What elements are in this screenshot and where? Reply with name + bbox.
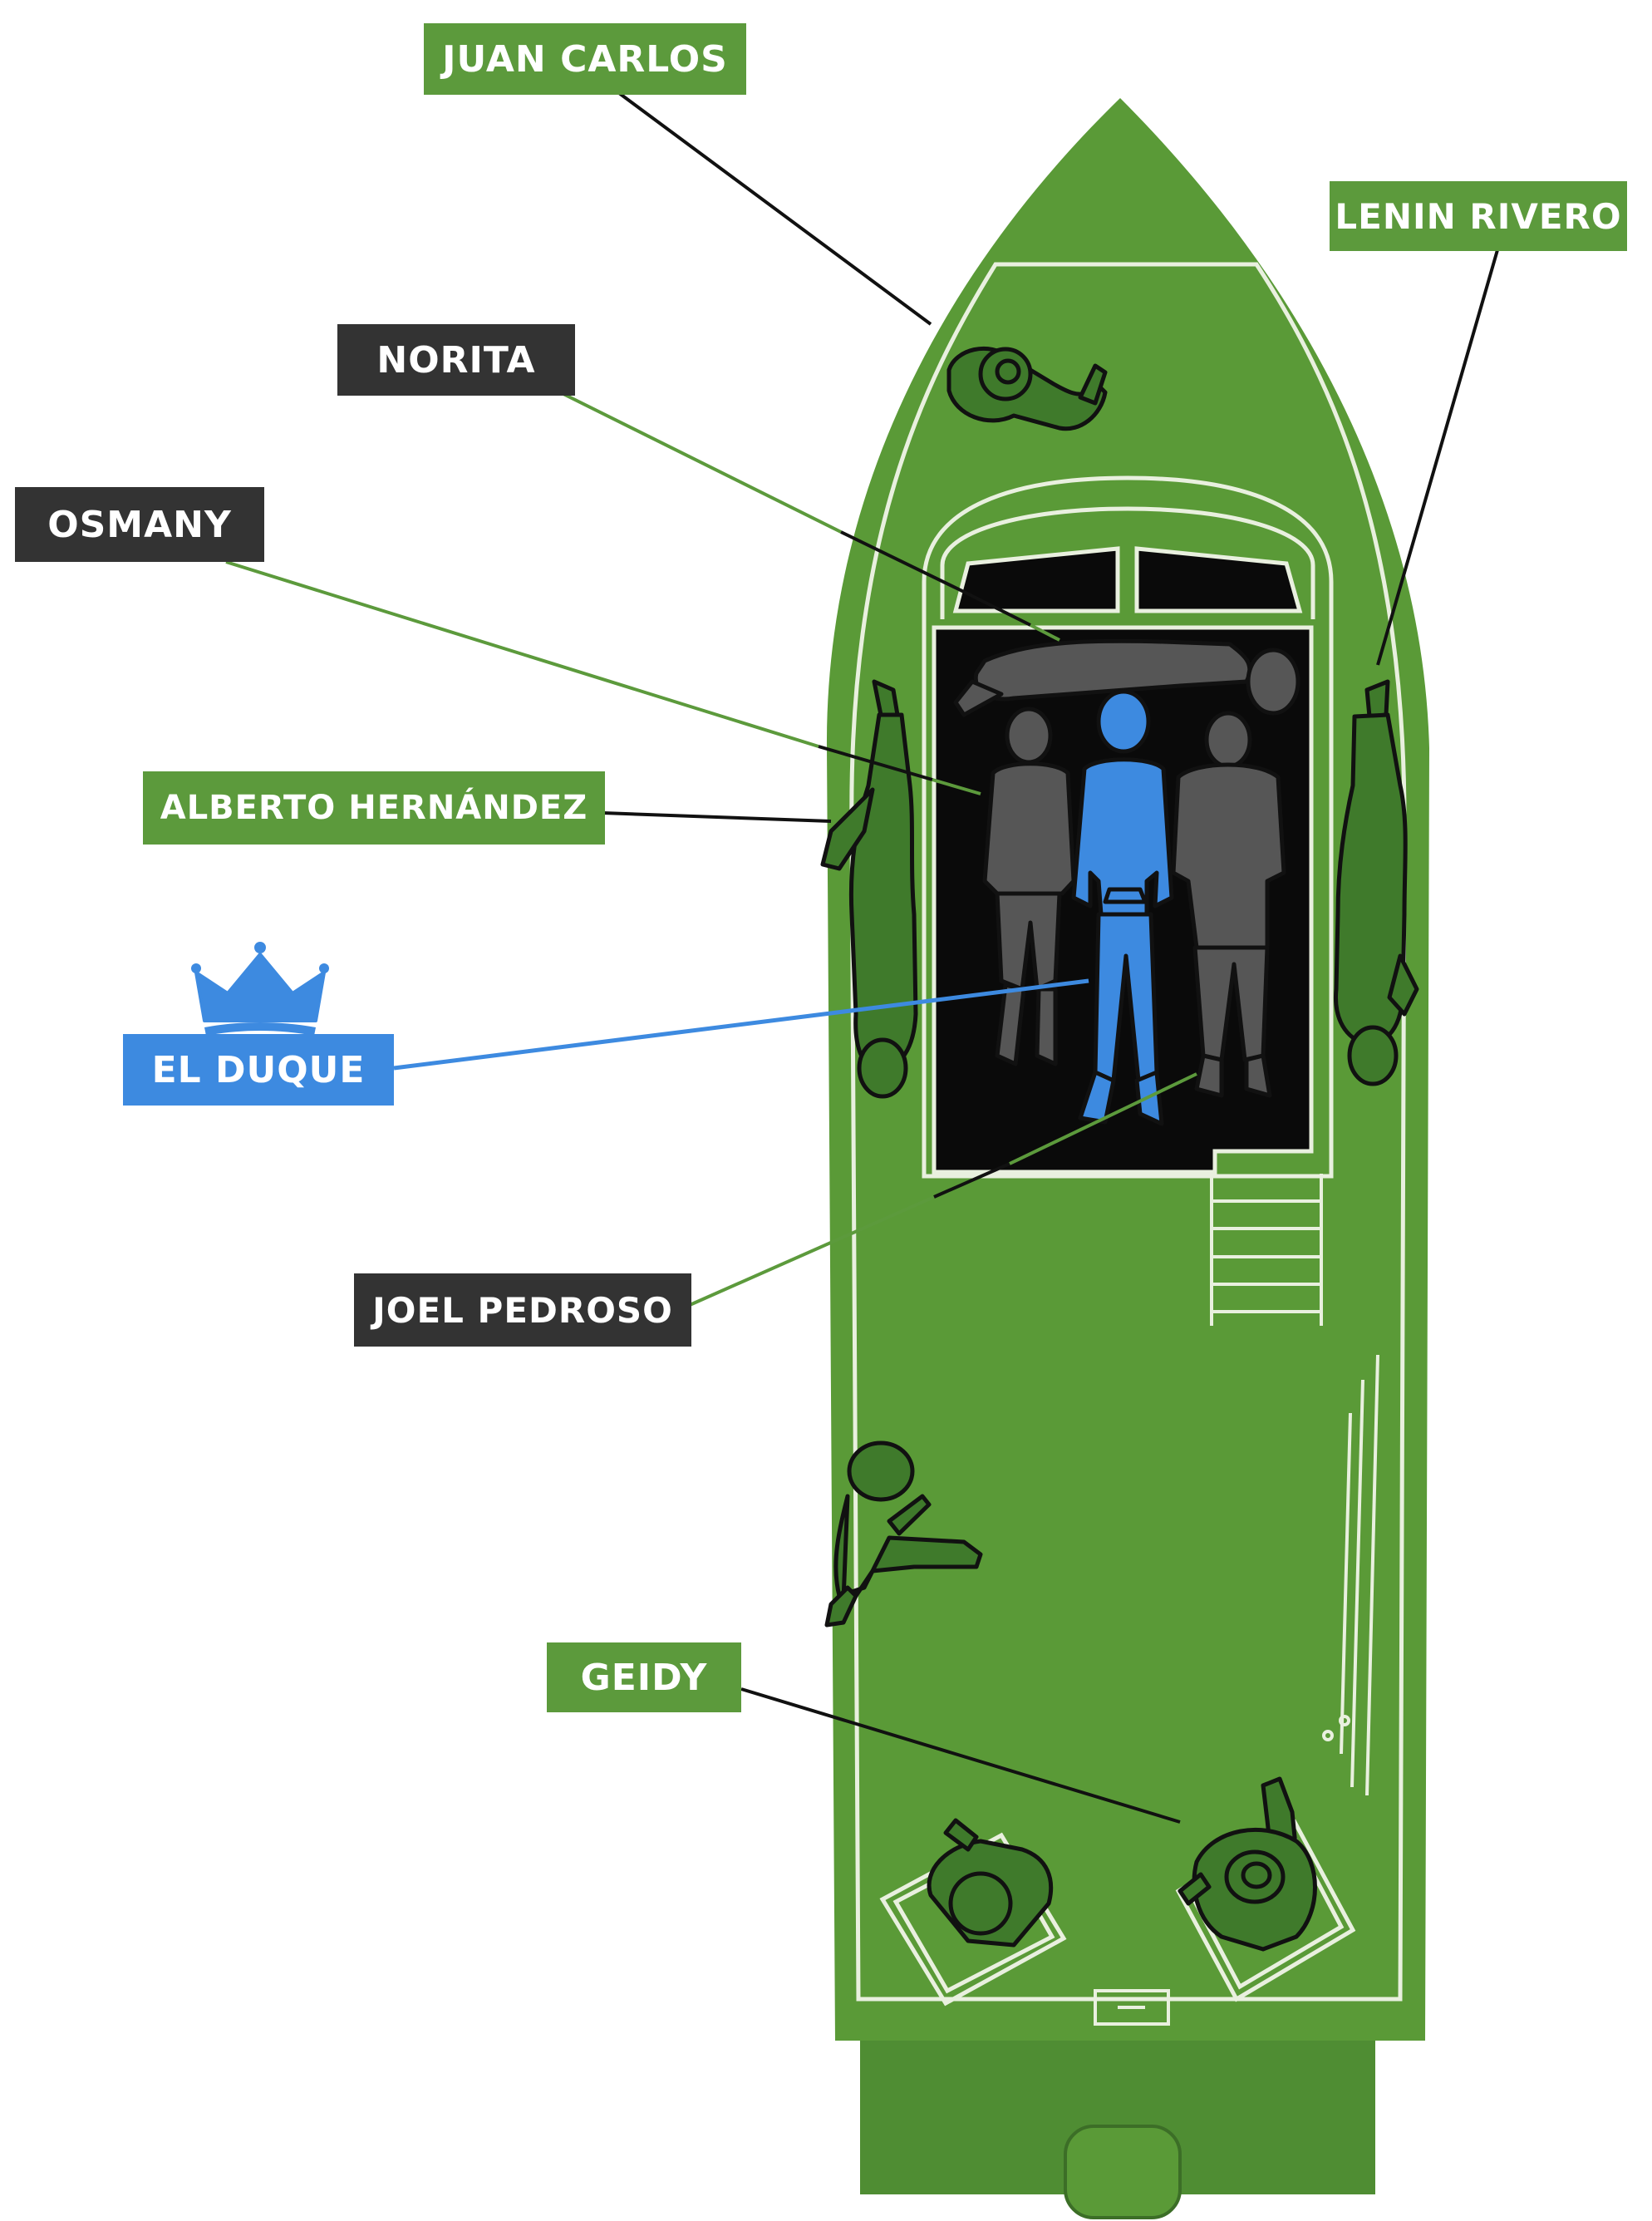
leader-joel-pedroso-2 bbox=[933, 1162, 1010, 1199]
label-lenin-rivero: LENIN RIVERO bbox=[1330, 181, 1627, 251]
leader-norita-4 bbox=[1030, 623, 1060, 642]
label-osmany: OSMANY bbox=[15, 487, 264, 562]
windshield-right bbox=[1134, 546, 1303, 613]
windshield-left bbox=[952, 546, 1120, 613]
figure-lenin-rivero bbox=[1333, 679, 1419, 1086]
leader-osmany-2 bbox=[818, 745, 933, 781]
crown-icon bbox=[191, 942, 329, 1036]
figure-norita bbox=[953, 638, 1300, 717]
leader-juan-carlos bbox=[617, 91, 932, 326]
figure-alberto-hernandez bbox=[820, 679, 918, 1099]
leader-norita bbox=[563, 392, 842, 534]
leader-norita-2 bbox=[840, 530, 965, 593]
figure-deck-sitter bbox=[824, 1440, 983, 1628]
fishing-rods bbox=[1322, 1354, 1379, 1796]
cabin-arch-inner bbox=[940, 506, 1315, 619]
label-juan-carlos: JUAN CARLOS bbox=[424, 23, 746, 95]
label-el-duque: EL DUQUE bbox=[123, 1034, 394, 1106]
ladder bbox=[1210, 1174, 1323, 1326]
leader-osmany-3 bbox=[932, 778, 981, 795]
label-geidy: GEIDY bbox=[547, 1642, 741, 1712]
figure-el-duque bbox=[1071, 689, 1174, 1126]
deck-hatch bbox=[1094, 1989, 1170, 2026]
outboard-motor bbox=[1064, 2125, 1182, 2219]
label-alberto-hernandez: ALBERTO HERNÁNDEZ bbox=[143, 771, 605, 845]
figure-joel-pedroso bbox=[1171, 711, 1286, 1098]
figure-stern-left bbox=[927, 1818, 1054, 1948]
label-joel-pedroso: JOEL PEDROSO bbox=[354, 1273, 691, 1347]
figure-juan-carlos bbox=[946, 346, 1108, 431]
leader-joel-pedroso-3 bbox=[1009, 1072, 1197, 1165]
figure-geidy bbox=[1178, 1776, 1317, 1952]
leader-osmany bbox=[225, 560, 819, 748]
leader-joel-pedroso bbox=[689, 1195, 935, 1307]
leader-norita-3 bbox=[963, 590, 1031, 627]
leader-lenin-rivero bbox=[1376, 232, 1504, 666]
label-norita: NORITA bbox=[337, 324, 575, 396]
figure-osmany bbox=[982, 707, 1076, 1066]
leader-geidy bbox=[740, 1687, 1181, 1824]
cabin-arch-outer bbox=[922, 475, 1334, 1179]
leader-alberto bbox=[602, 811, 832, 823]
leader-el-duque bbox=[393, 978, 1089, 1071]
